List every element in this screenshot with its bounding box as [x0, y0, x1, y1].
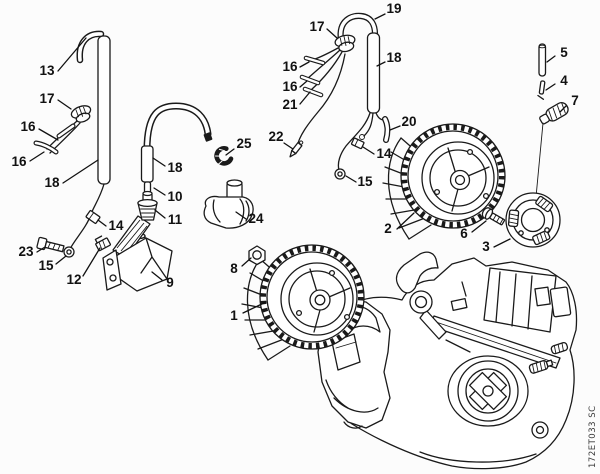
leader-line-10 [153, 187, 166, 196]
ring-terminal-15-top [334, 168, 346, 180]
leader-line-18 [376, 61, 386, 67]
part-number-16: 16 [20, 119, 36, 134]
plug-boot-11 [137, 190, 158, 221]
part-number-25: 25 [236, 136, 252, 151]
leader-line-20 [389, 125, 401, 131]
part-number-16: 16 [11, 154, 27, 169]
leader-line-17 [57, 99, 72, 110]
part-number-17: 17 [309, 19, 324, 34]
leader-line-21 [299, 91, 311, 105]
part-number-3: 3 [482, 239, 490, 254]
part-number-5: 5 [560, 45, 568, 60]
part-number-14: 14 [108, 218, 124, 233]
part-number-18: 18 [386, 50, 402, 65]
part-number-13: 13 [39, 63, 55, 78]
leader-line-15 [55, 255, 67, 265]
part-number-14: 14 [376, 146, 392, 161]
part-number-17: 17 [39, 91, 54, 106]
leader-line-17 [326, 28, 338, 39]
leader-line-16 [299, 61, 310, 68]
leader-line-18 [62, 159, 99, 184]
leader-line-2 [396, 212, 415, 230]
screw-23-drawing [36, 236, 65, 253]
part-number-1: 1 [230, 308, 238, 323]
part-number-20: 20 [401, 114, 416, 129]
assembly-axis-line [535, 122, 544, 198]
leader-line-16 [299, 80, 308, 88]
leader-line-12 [82, 247, 101, 277]
part-number-19: 19 [386, 1, 401, 16]
hex-nut-drawing [248, 245, 266, 266]
part-number-8: 8 [230, 261, 238, 276]
wiring-harness-drawing [289, 12, 391, 180]
part-number-18: 18 [44, 175, 60, 190]
leader-line-24 [235, 211, 247, 220]
retaining-clip-25-drawing [214, 146, 234, 166]
part-number-22: 22 [268, 129, 283, 144]
part-number-21: 21 [282, 97, 298, 112]
leader-line-25 [225, 148, 235, 156]
part-number-15: 15 [357, 174, 373, 189]
screw-6-drawing [481, 207, 506, 226]
leader-line-16 [38, 128, 59, 141]
pin-5-drawing [538, 43, 547, 77]
leader-line-7 [559, 105, 567, 113]
flywheel-large-drawing [382, 123, 506, 240]
pin-4-drawing [537, 80, 546, 100]
part-number-9: 9 [166, 275, 174, 290]
part-number-24: 24 [248, 211, 264, 226]
leader-line-11 [154, 209, 166, 219]
leader-line-22 [283, 142, 294, 150]
leader-line-14 [97, 219, 107, 227]
connector-14-top [350, 137, 365, 150]
leader-line-19 [374, 13, 386, 20]
leader-line-15 [345, 175, 357, 183]
worm-spring-7-drawing [539, 101, 569, 125]
clutch-assembly-drawing [505, 192, 561, 248]
part-number-7: 7 [571, 93, 579, 108]
leader-line-16 [29, 151, 45, 162]
flywheel-small-drawing [241, 244, 365, 361]
part-number-16: 16 [282, 79, 298, 94]
part-number-11: 11 [168, 212, 183, 227]
connector-14-left [85, 210, 101, 224]
leader-line-8 [241, 257, 252, 267]
lead-assembly-middle-drawing [137, 102, 213, 221]
part-number-10: 10 [167, 189, 182, 204]
part-number-4: 4 [560, 73, 568, 88]
leader-line-3 [493, 238, 511, 248]
ring-terminal-15-left [63, 246, 75, 258]
part-number-18: 18 [167, 160, 183, 175]
leader-line-13 [57, 37, 87, 72]
lead-assembly-left-drawing [33, 30, 112, 258]
leader-line-5 [546, 55, 556, 63]
part-number-6: 6 [460, 226, 468, 241]
drawing-code: 172ET033 SC [588, 405, 598, 468]
part-number-15: 15 [38, 258, 54, 273]
boot-grommet-17-left [70, 105, 92, 123]
leader-line-18 [152, 157, 166, 167]
boot-grommet-17-top [334, 34, 356, 53]
ignition-module-drawing [102, 215, 173, 292]
leader-line-23 [36, 246, 46, 253]
contact-tip-22 [289, 140, 304, 158]
cable-clip-12-drawing [94, 235, 112, 252]
elbow-connector-24-drawing [203, 179, 254, 229]
part-number-16: 16 [282, 59, 298, 74]
leader-line-9 [151, 271, 163, 281]
part-number-23: 23 [18, 244, 34, 259]
leader-line-6 [471, 220, 487, 233]
leader-line-1 [242, 301, 267, 314]
part-number-2: 2 [384, 221, 392, 236]
part-number-12: 12 [66, 272, 81, 287]
leader-line-14 [362, 146, 375, 155]
leader-line-4 [545, 83, 556, 91]
